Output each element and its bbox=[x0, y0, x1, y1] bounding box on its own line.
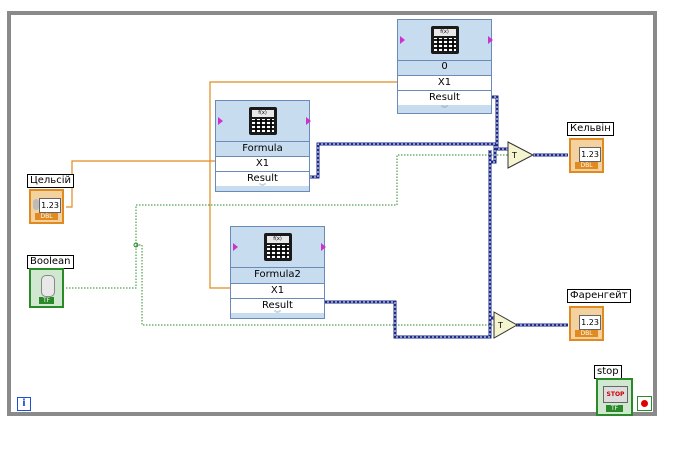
toggle-switch-icon bbox=[41, 275, 55, 297]
dbl-tag: DBL bbox=[575, 162, 598, 169]
error-out-terminal-icon[interactable] bbox=[488, 36, 493, 44]
wire-junction bbox=[133, 242, 139, 248]
formula-calculator-icon: f(x) bbox=[430, 26, 459, 54]
tf-tag: TF bbox=[606, 405, 623, 412]
info-icon[interactable]: i bbox=[17, 397, 31, 411]
node-title: 0 bbox=[441, 61, 448, 72]
fahrenheit-indicator[interactable]: 1.23 DBL bbox=[569, 306, 604, 341]
expand-chevron-icon[interactable]: ︾ bbox=[274, 310, 281, 318]
error-in-terminal-icon[interactable] bbox=[400, 36, 405, 44]
kelvin-label: Кельвін bbox=[567, 122, 614, 136]
stop-label: stop bbox=[594, 365, 622, 379]
formula-calculator-icon: f(x) bbox=[263, 233, 292, 261]
boolean-wires[interactable] bbox=[66, 154, 508, 326]
stop-face: STOP bbox=[603, 386, 628, 403]
select-node-kelvin[interactable]: T bbox=[507, 141, 535, 169]
dbl-tag: DBL bbox=[575, 330, 598, 337]
input-x1-terminal[interactable]: X1 bbox=[231, 283, 324, 298]
expand-chevron-icon[interactable]: ︾ bbox=[441, 105, 448, 113]
kelvin-indicator[interactable]: 1.23 DBL bbox=[569, 138, 604, 173]
select-node-fahrenheit[interactable]: T bbox=[493, 311, 519, 339]
boolean-control[interactable]: TF bbox=[29, 268, 64, 308]
input-x1-terminal[interactable]: X1 bbox=[398, 75, 491, 90]
error-out-terminal-icon[interactable] bbox=[306, 117, 311, 125]
input-x1-terminal[interactable]: X1 bbox=[216, 156, 309, 171]
kelvin-value: 1.23 bbox=[579, 147, 601, 162]
svg-text:T: T bbox=[511, 151, 517, 160]
error-out-terminal-icon[interactable] bbox=[321, 243, 326, 251]
output-result-terminal[interactable]: Result bbox=[216, 171, 309, 186]
celsius-control[interactable]: 1.23 DBL bbox=[29, 189, 64, 224]
block-diagram-frame bbox=[7, 11, 657, 416]
output-result-terminal[interactable]: Result bbox=[231, 298, 324, 313]
formula-node-0[interactable]: f(x) 0 X1 Result ︾ bbox=[397, 19, 493, 114]
result-wires[interactable] bbox=[310, 95, 568, 339]
boolean-label: Boolean bbox=[27, 255, 74, 269]
output-result-terminal[interactable]: Result bbox=[398, 90, 491, 105]
tf-tag: TF bbox=[39, 297, 54, 304]
svg-text:T: T bbox=[497, 321, 503, 330]
loop-condition-icon[interactable] bbox=[637, 396, 652, 411]
celsius-value: 1.23 bbox=[39, 198, 61, 213]
celsius-label: Цельсій bbox=[27, 174, 74, 188]
increment-arrows-icon bbox=[33, 199, 39, 210]
error-in-terminal-icon[interactable] bbox=[233, 243, 238, 251]
node-title: Formula bbox=[242, 143, 283, 154]
dbl-tag: DBL bbox=[35, 213, 58, 220]
formula-calculator-icon: f(x) bbox=[248, 107, 277, 135]
node-title: Formula2 bbox=[254, 269, 301, 280]
fahrenheit-value: 1.23 bbox=[579, 315, 601, 330]
fahrenheit-label: Фаренгейт bbox=[567, 289, 631, 303]
stop-button[interactable]: STOP TF bbox=[596, 378, 633, 416]
formula-node-formula2[interactable]: f(x) Formula2 X1 Result ︾ bbox=[230, 226, 326, 319]
expand-chevron-icon[interactable]: ︾ bbox=[259, 183, 266, 191]
error-in-terminal-icon[interactable] bbox=[218, 117, 223, 125]
formula-node-formula[interactable]: f(x) Formula X1 Result ︾ bbox=[215, 100, 311, 192]
